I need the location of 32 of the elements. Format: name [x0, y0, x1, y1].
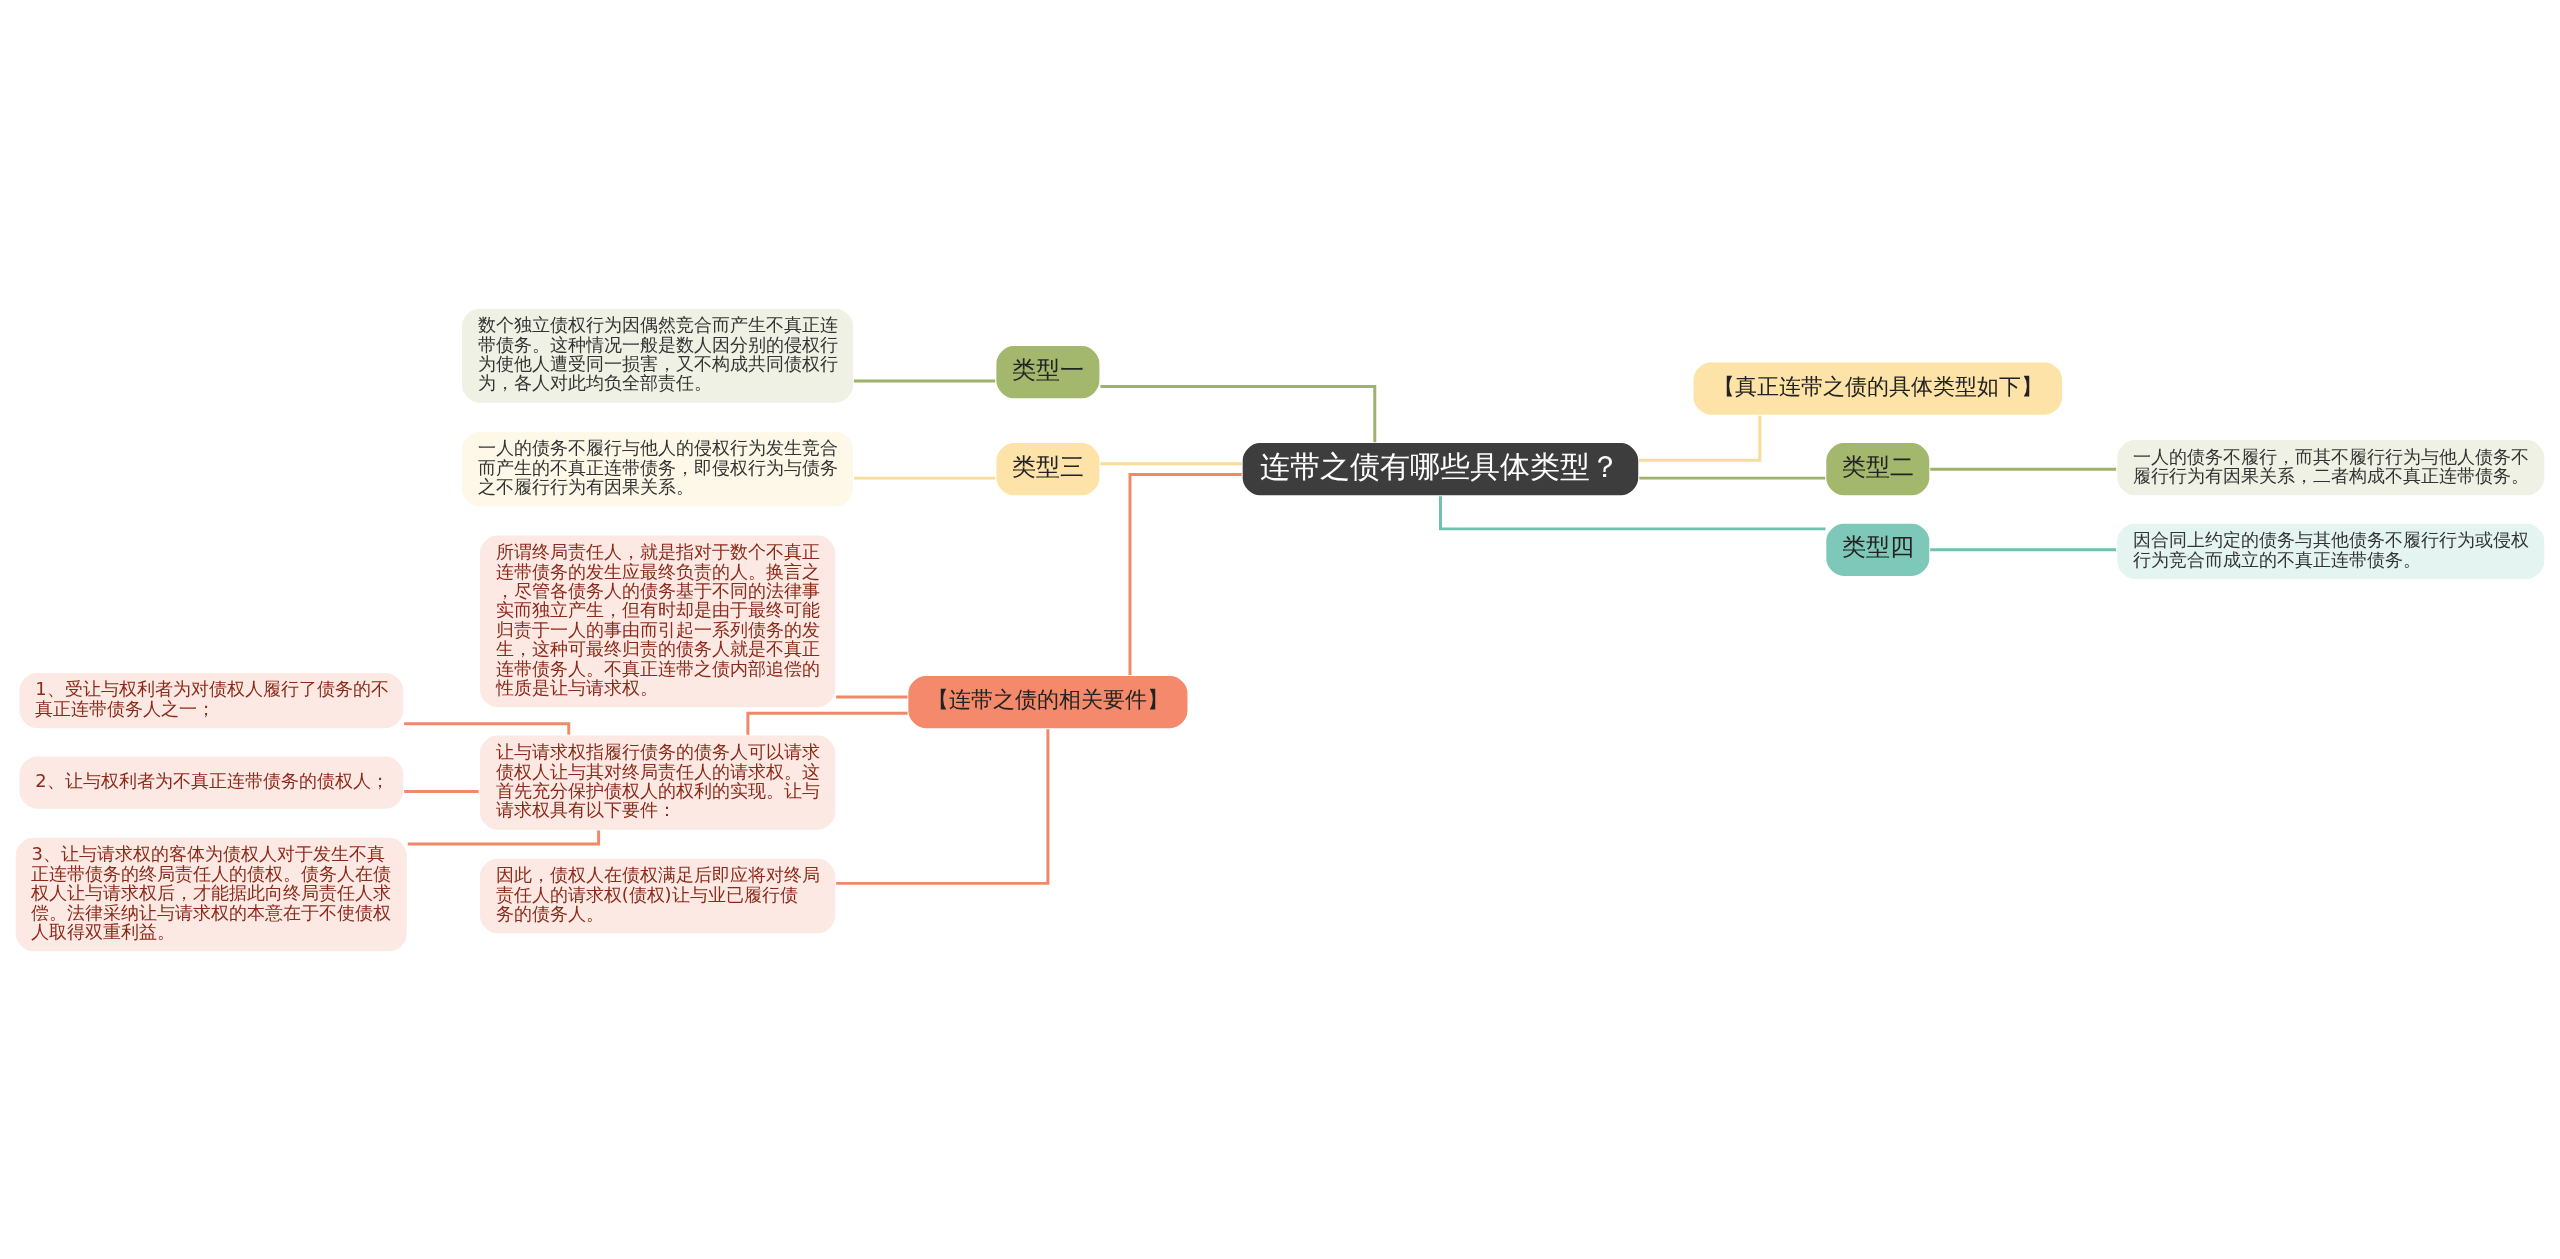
- connector: [404, 721, 571, 734]
- connector: [1930, 467, 2117, 471]
- connector: [746, 711, 908, 735]
- connector: [1930, 547, 2117, 551]
- node-box: 因此，债权人在债权满足后即应将对终局责任人的请求权(债权)让与业已履行债务的债务人。: [478, 856, 837, 935]
- connector: [836, 728, 1050, 885]
- connector: [404, 789, 479, 793]
- node-box: 类型四: [1824, 521, 1931, 577]
- node-box: 3、让与请求权的客体为债权人对于发生不真正连带债务的终局责任人的债权。债务人在债权人让与请求权后，才能据此向终局责任人求偿。法律采纳让与请求权的本意在于不使债权人取得双重利益。: [14, 835, 409, 953]
- node-box: 类型一: [994, 344, 1101, 400]
- connector: [1639, 415, 1762, 462]
- node-box: 数个独立债权行为因偶然竞合而产生不真正连带债务。这种情况一般是数人因分别的侵权行为使他人遭受同一损害，又不构成共同债权行为，各人对此均负全部责任。: [460, 306, 855, 404]
- connector: [407, 829, 601, 846]
- connector: [1100, 384, 1377, 442]
- node-box: 【连带之债的相关要件】: [906, 673, 1189, 730]
- connector: [836, 695, 908, 699]
- node-box: 1、受让与权利者为对债权人履行了债务的不真正连带债务人之一；: [18, 670, 405, 730]
- connector: [1128, 472, 1242, 675]
- node-box: 所谓终局责任人，就是指对于数个不真正连带债务的发生应最终负责的人。换言之，尽管各债务人的债务基于不同的法律事实而独立产生，但有时却是由于最终可能归责于一人的事由而引起一系列债务的发生，这种可最终归责的债务人就是不真正连带债务人。不真正连带之债内部追偿的性质是让与请求权。: [478, 533, 837, 709]
- node-box: 类型二: [1824, 441, 1931, 497]
- node-box: 类型三: [994, 441, 1101, 497]
- node-box: 连带之债有哪些具体类型？: [1241, 441, 1640, 497]
- connector: [853, 379, 996, 383]
- connector: [1100, 461, 1242, 465]
- node-box: 2、让与权利者为不真正连带债务的债权人；: [18, 754, 405, 810]
- connector: [853, 476, 996, 480]
- connector: [1639, 476, 1826, 480]
- node-box: 【真正连带之债的具体类型如下】: [1691, 360, 2064, 416]
- node-box: 一人的债务不履行，而其不履行行为与他人债务不履行行为有因果关系，二者构成不真正连带债务。: [2115, 438, 2546, 497]
- node-box: 让与请求权指履行债务的债务人可以请求债权人让与其对终局责任人的请求权。这首先充分保护债权人的权利的实现。让与请求权具有以下要件：: [478, 733, 837, 831]
- node-box: 一人的债务不履行与他人的侵权行为发生竞合而产生的不真正连带债务，即侵权行为与债务之不履行行为有因果关系。: [460, 429, 855, 508]
- node-box: 因合同上约定的债务与其他债务不履行行为或侵权行为竞合而成立的不真正连带债务。: [2115, 521, 2546, 580]
